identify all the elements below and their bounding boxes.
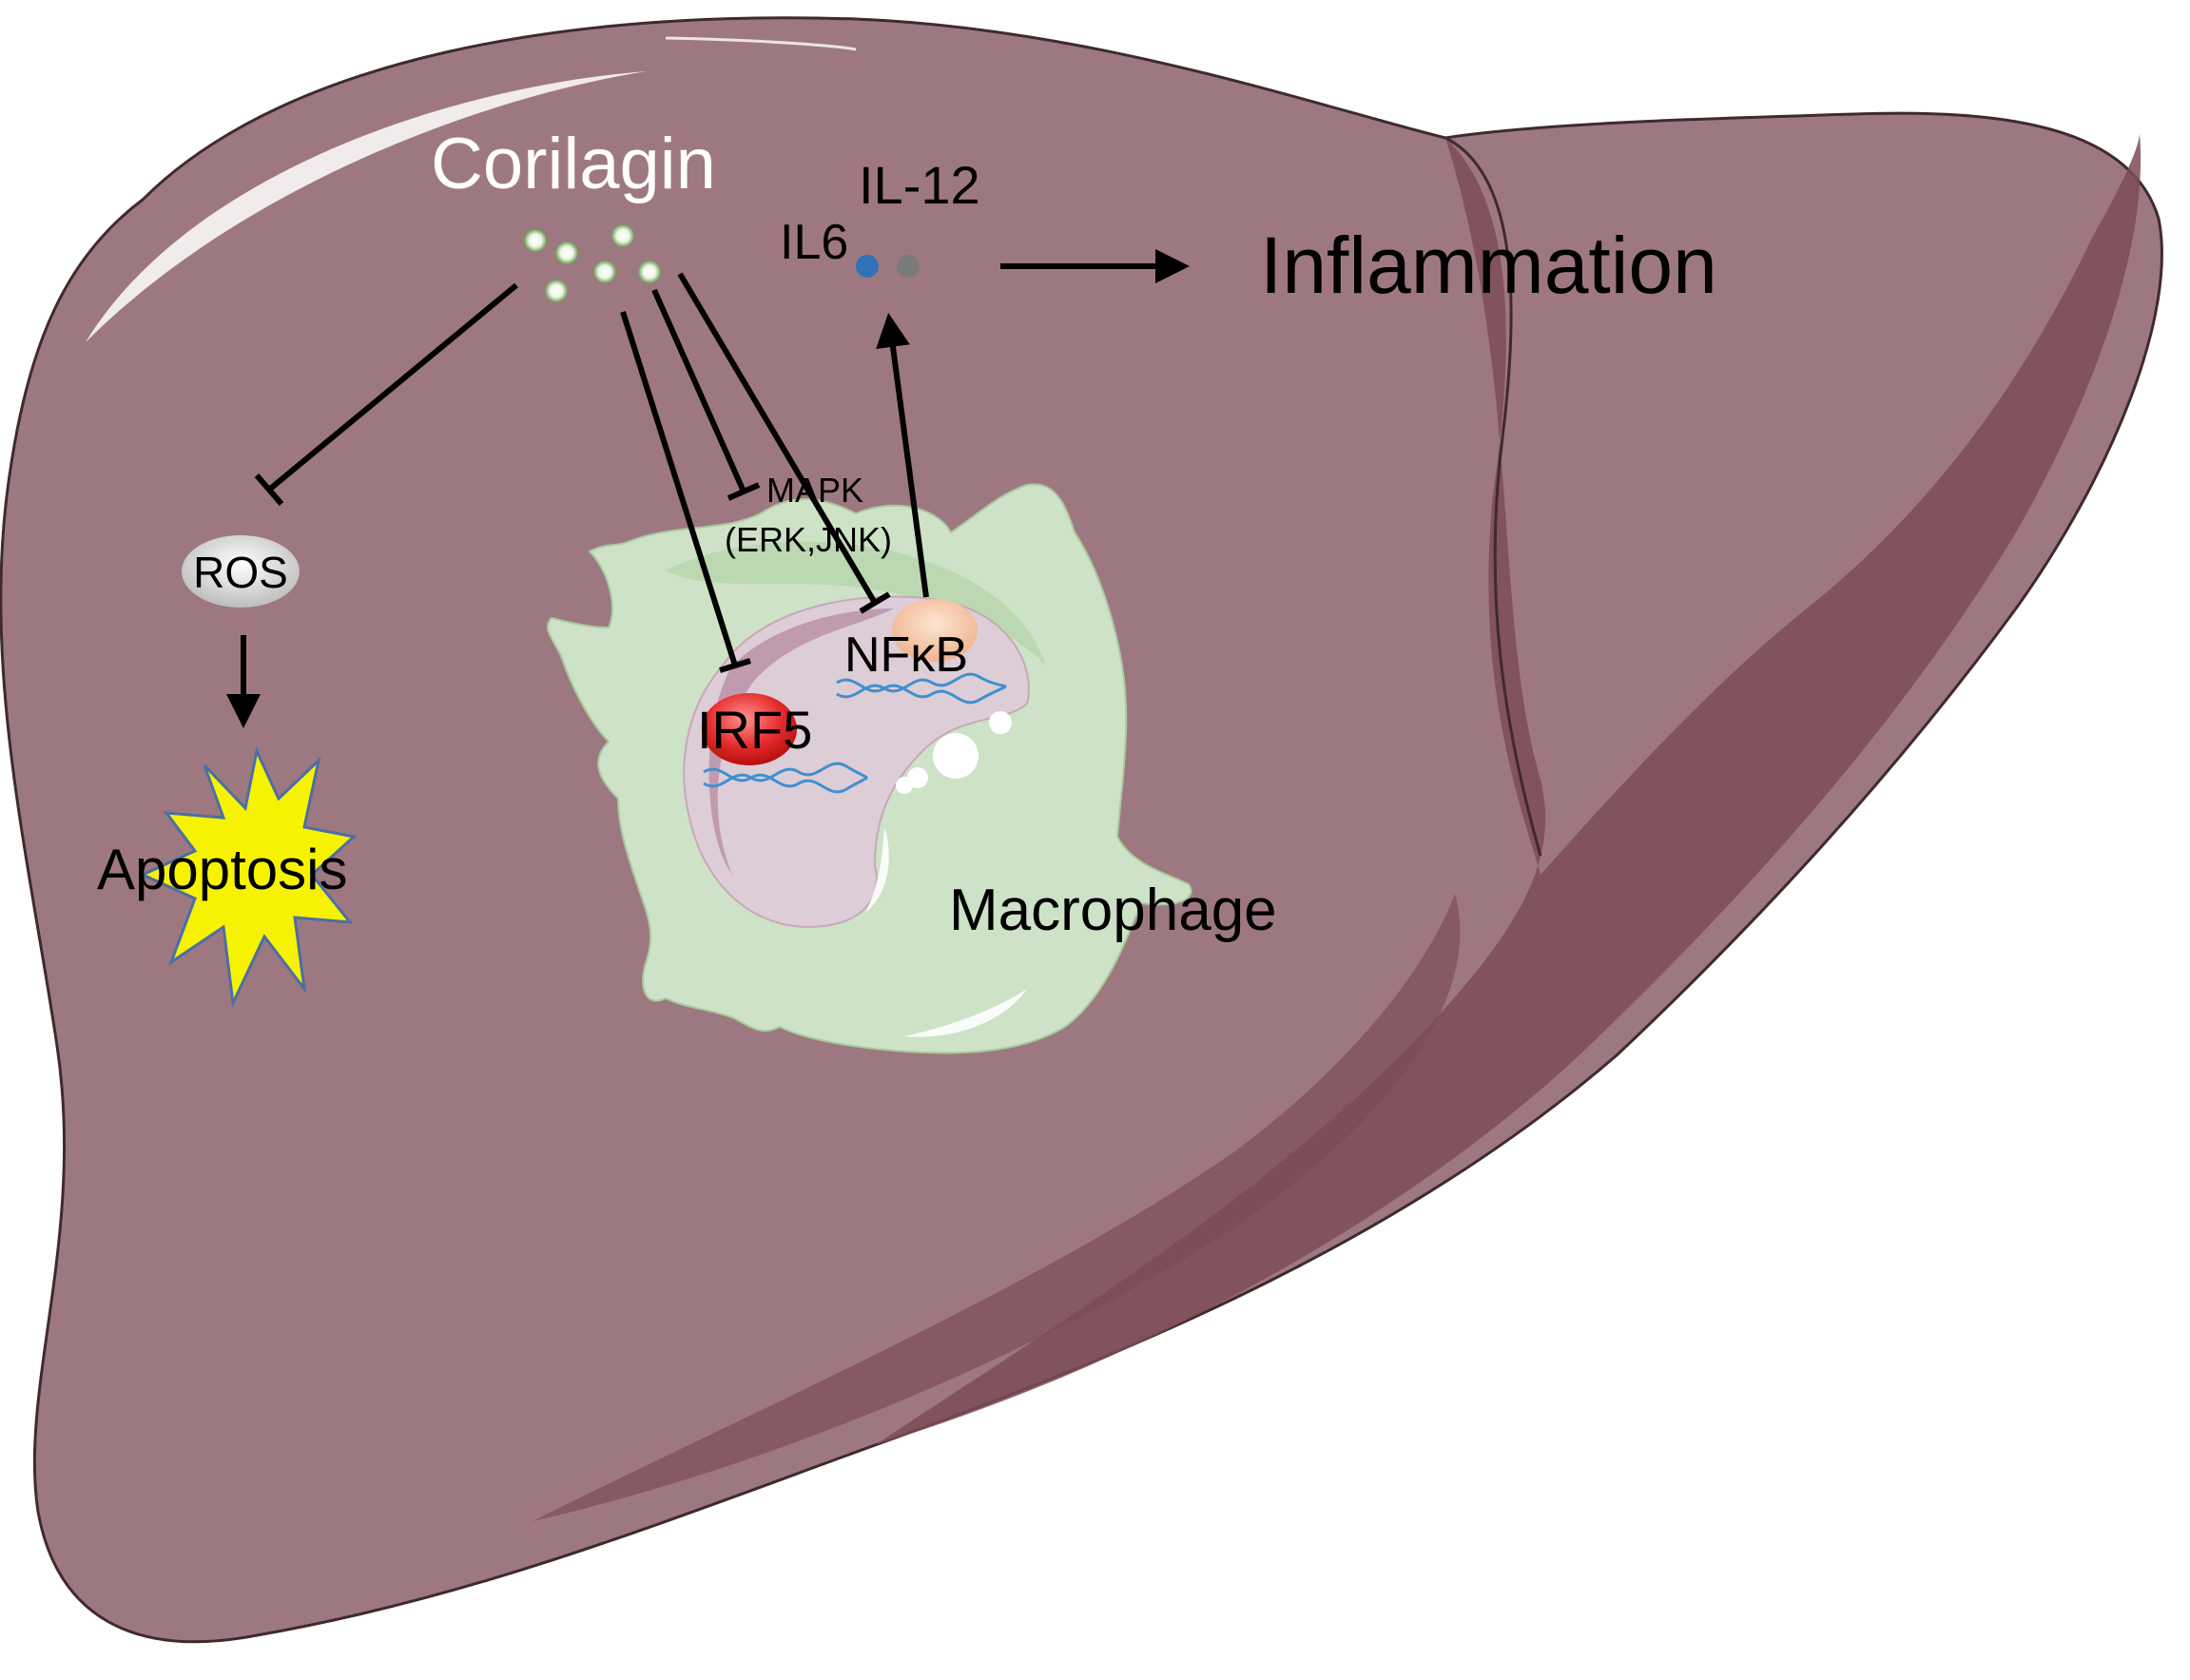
macrophage-cell bbox=[546, 483, 1192, 1054]
il6-label: IL6 bbox=[780, 215, 848, 270]
irf5-dna-icon bbox=[703, 762, 868, 794]
inhibit-irf5-edge bbox=[620, 311, 751, 673]
mapk-label: MAPK bbox=[766, 471, 863, 510]
apoptosis-burst-icon bbox=[139, 746, 358, 1009]
nfkb-label: NFκB bbox=[844, 628, 968, 683]
macrophage-label: Macrophage bbox=[949, 878, 1277, 943]
activation-edges bbox=[226, 249, 1190, 728]
mapk-subtype-label: (ERK,JNK) bbox=[725, 520, 892, 559]
nucleus-highlight bbox=[865, 827, 889, 913]
nfkb-node bbox=[892, 599, 978, 662]
irf5-node bbox=[702, 693, 797, 765]
vesicle-1 bbox=[933, 733, 979, 779]
macrophage-highlight bbox=[903, 989, 1027, 1037]
nucleus-shade bbox=[708, 608, 894, 875]
ros-label: ROS bbox=[193, 548, 288, 597]
corilagin-molecules bbox=[524, 224, 661, 302]
vesicle-4 bbox=[896, 777, 913, 794]
inhibit-nfkb-edge bbox=[677, 272, 891, 614]
corilagin-dot bbox=[638, 261, 661, 283]
corilagin-dot bbox=[593, 261, 616, 283]
apoptosis-label: Apoptosis bbox=[97, 838, 348, 901]
macrophage-inner-shade bbox=[666, 541, 1046, 666]
nucleus bbox=[683, 595, 1030, 929]
il6-dot bbox=[856, 255, 879, 278]
inhibit-ros-edge bbox=[254, 282, 518, 506]
vesicle-2 bbox=[989, 711, 1012, 734]
drug-label: Corilagin bbox=[431, 124, 716, 204]
corilagin-dot bbox=[611, 224, 634, 247]
corilagin-dot bbox=[524, 229, 547, 252]
inhibition-edges bbox=[254, 272, 891, 673]
il12-label: IL-12 bbox=[859, 155, 980, 215]
inflammation-label: Inflammation bbox=[1260, 221, 1717, 310]
irf5-label: IRF5 bbox=[697, 700, 812, 760]
corilagin-dot bbox=[545, 280, 568, 302]
liver-highlight-2 bbox=[665, 36, 857, 51]
corilagin-dot bbox=[555, 241, 578, 264]
nfkb-dna-icon bbox=[836, 672, 1007, 705]
nfkb-to-cytokines-arrow bbox=[876, 313, 929, 598]
ros-node bbox=[182, 535, 300, 608]
il12-dot bbox=[897, 255, 920, 278]
inhibit-mapk-edge bbox=[651, 288, 761, 501]
liver-lobe-division bbox=[1444, 136, 1542, 857]
